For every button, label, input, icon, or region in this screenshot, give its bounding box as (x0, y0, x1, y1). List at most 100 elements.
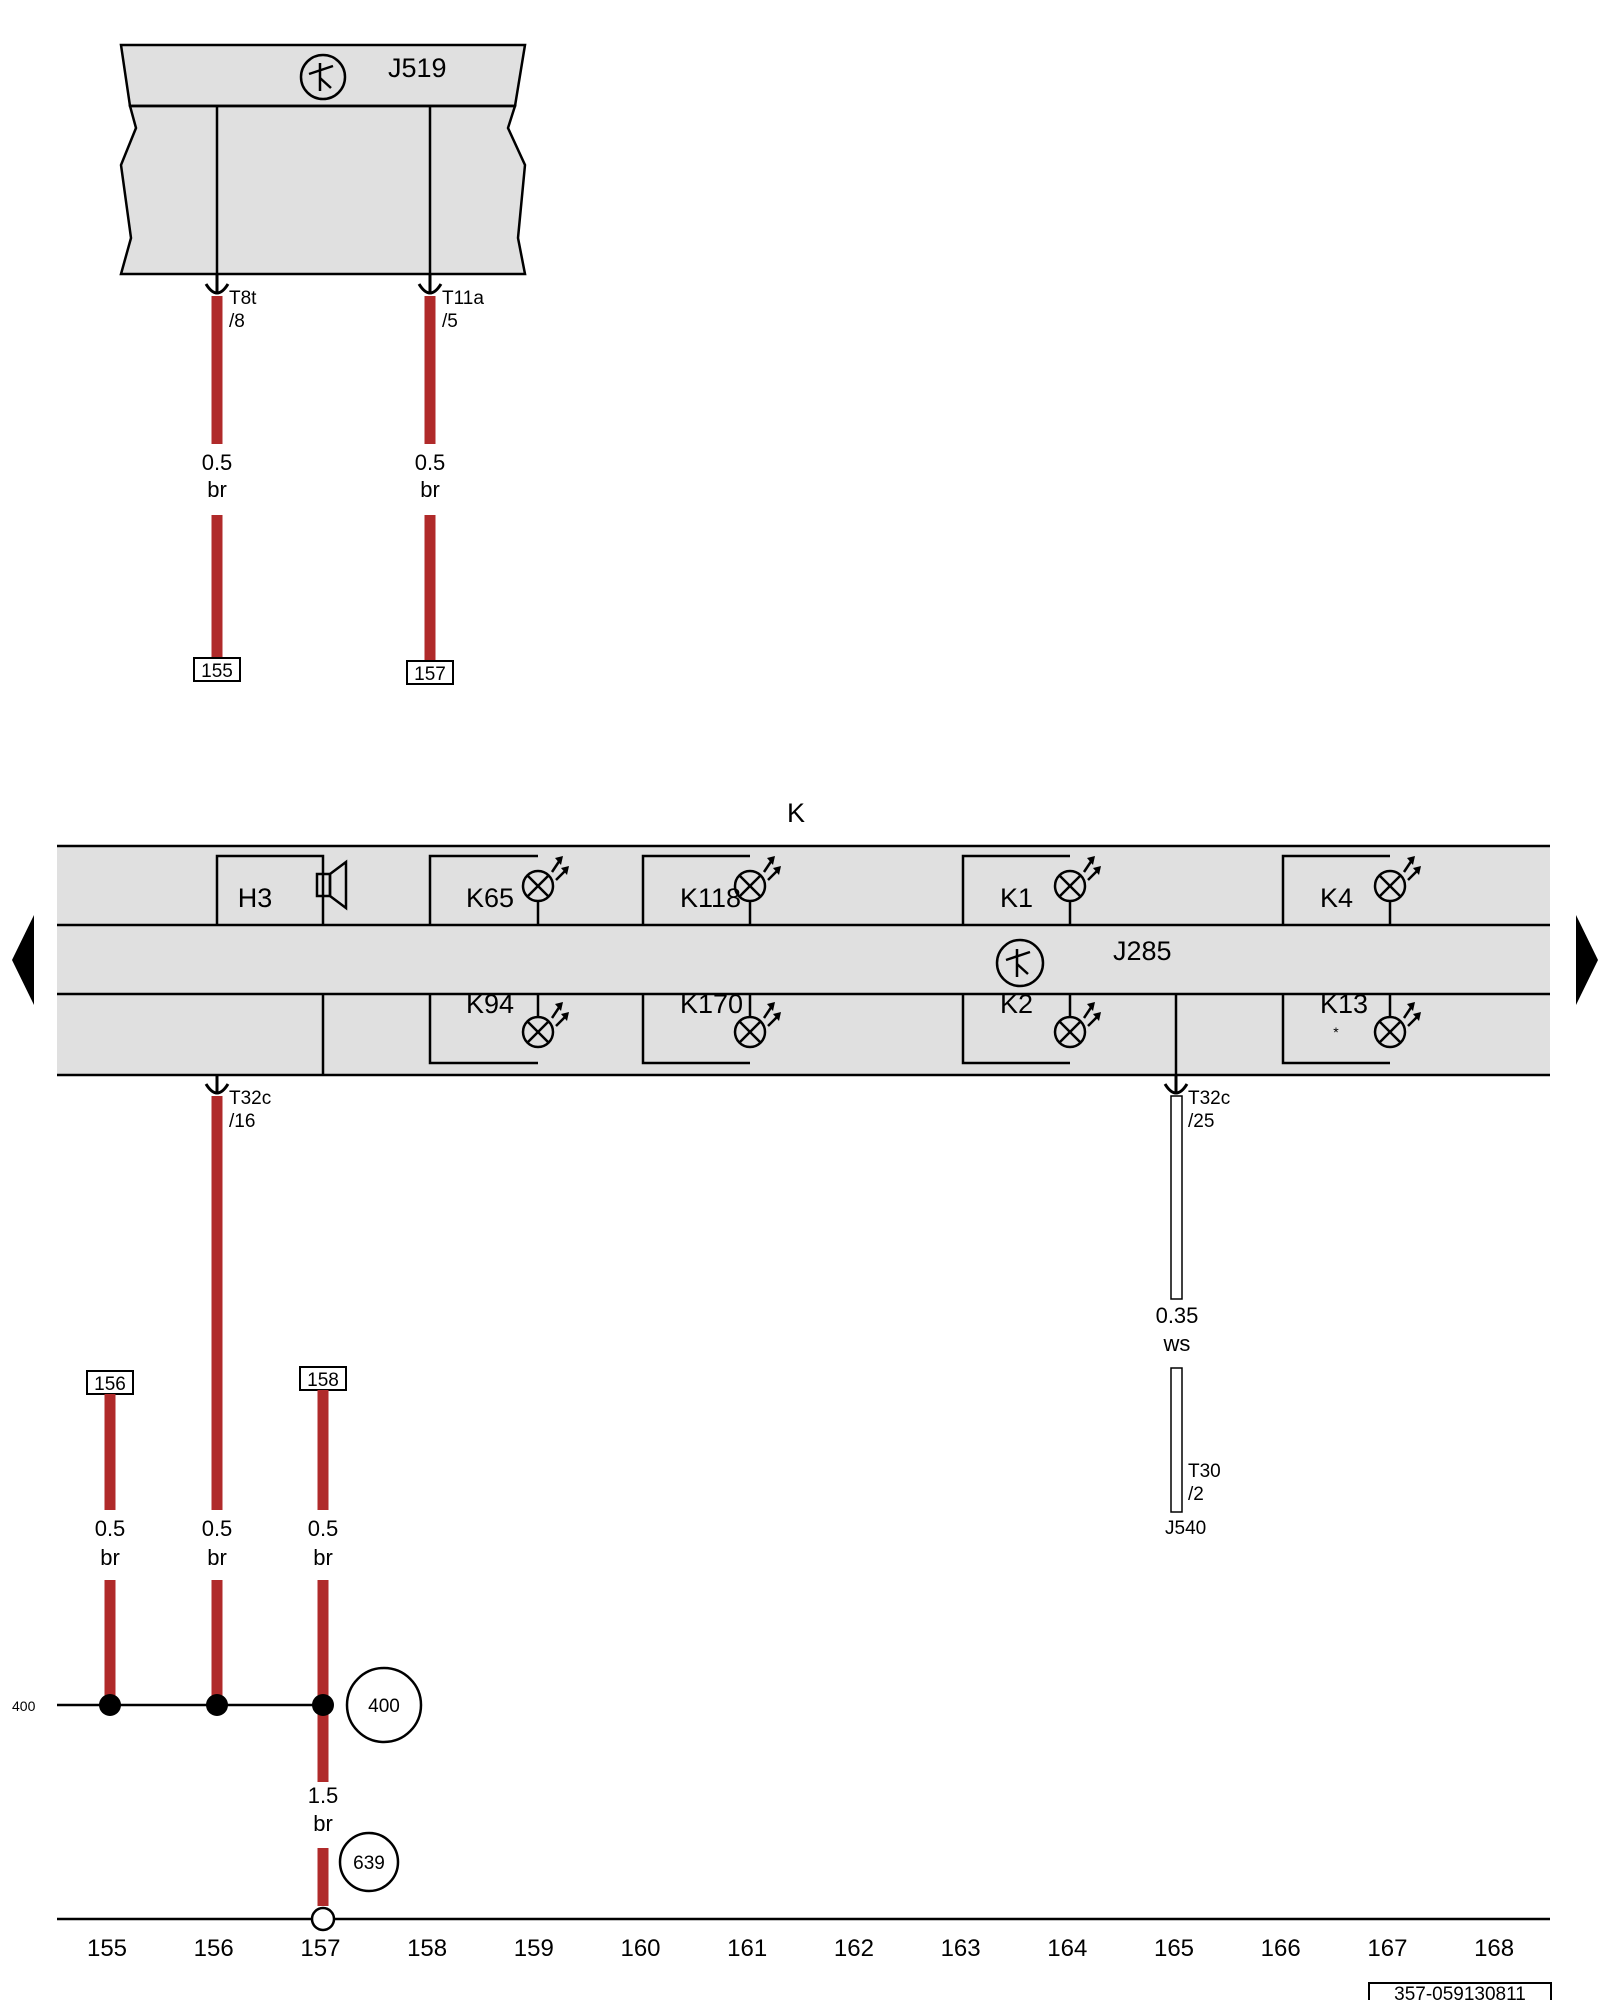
ground-400-text: 400 (368, 1696, 400, 1717)
k13-lamp[interactable]: K13 * (1281, 989, 1392, 1065)
wire-6[interactable]: 0.35 ws (1156, 1095, 1199, 1513)
ref-155-text: 155 (201, 661, 233, 682)
wire-2-color: br (420, 477, 440, 502)
wire-1[interactable]: 0.5 br (202, 296, 233, 661)
wire-5-color: br (313, 1545, 333, 1570)
j519-module[interactable]: J519 (119, 43, 527, 276)
column-number: 165 (1154, 1935, 1194, 1962)
k118-label: K118 (680, 883, 741, 913)
ref-box-155[interactable]: 155 (193, 657, 241, 682)
j285-label: J285 (1113, 936, 1172, 966)
j519-control-unit-icon (299, 53, 347, 101)
ground-bus-400[interactable]: 400 (12, 1694, 334, 1716)
k118-lamp[interactable]: K118 (641, 854, 752, 925)
splice-point (99, 1694, 121, 1716)
column-number: 162 (834, 1935, 874, 1962)
t11a-label: T11a (442, 288, 484, 309)
wire-6-size: 0.35 (1156, 1303, 1199, 1328)
k170-label: K170 (680, 989, 743, 1019)
t30-label: T30 (1188, 1461, 1221, 1482)
t11a-pin: /5 (442, 311, 458, 332)
ref-157-text: 157 (414, 664, 446, 685)
lamp-icon (733, 856, 781, 903)
ref-box-156[interactable]: 156 (86, 1370, 134, 1395)
splice-point (312, 1694, 334, 1716)
top-warning-lamps: K65 K118 K1 K4 (428, 854, 1392, 925)
t8t-pin: /8 (229, 311, 245, 332)
j285-control-unit-icon (995, 938, 1045, 988)
j285-control-unit[interactable]: J285 (995, 936, 1172, 988)
lamp-symbols (521, 856, 1421, 1049)
column-number: 157 (300, 1935, 340, 1962)
h3-label: H3 (238, 883, 273, 913)
splice-point (206, 1694, 228, 1716)
ground-side-label: 400 (12, 1698, 36, 1714)
k-label: K (787, 798, 805, 828)
right-continuation-arrow[interactable] (1576, 915, 1598, 1005)
wire-5[interactable]: 0.5 br (308, 1390, 339, 1705)
column-number: 159 (514, 1935, 554, 1962)
lamp-icon (521, 856, 569, 903)
k65-lamp[interactable]: K65 (428, 854, 540, 925)
column-number: 164 (1047, 1935, 1087, 1962)
lamp-icon (1373, 1002, 1421, 1049)
wire-3-size: 0.5 (95, 1516, 126, 1541)
k13-label: K13 (1320, 989, 1368, 1019)
ref-box-157[interactable]: 157 (406, 660, 454, 685)
wire-4[interactable]: 0.5 br (202, 1096, 233, 1705)
k2-lamp[interactable]: K2 (961, 989, 1072, 1065)
lamp-icon (1053, 1002, 1101, 1049)
t32c-25-pin: /25 (1188, 1111, 1214, 1132)
ref-box-158[interactable]: 158 (299, 1366, 347, 1391)
wire-1-size: 0.5 (202, 450, 233, 475)
k2-label: K2 (1000, 989, 1033, 1019)
k1-lamp[interactable]: K1 (961, 854, 1072, 925)
wire-2-size: 0.5 (415, 450, 446, 475)
connector-t11a[interactable]: T11a /5 (417, 274, 484, 332)
instrument-cluster-k[interactable] (57, 844, 1550, 1077)
ref-156-text: 156 (94, 1374, 126, 1395)
ref-158-text: 158 (307, 1370, 339, 1391)
column-number: 167 (1367, 1935, 1407, 1962)
doc-code: 357-059130811 (1394, 1984, 1526, 2000)
h3-buzzer[interactable]: H3 (215, 854, 348, 925)
wire-3-color: br (100, 1545, 120, 1570)
k94-label: K94 (466, 989, 514, 1019)
speaker-icon (315, 859, 348, 911)
ground-point-639[interactable]: 639 (338, 1831, 400, 1893)
k13-star: * (1333, 1024, 1339, 1040)
j519-label: J519 (388, 53, 447, 83)
lamp-icon (733, 1002, 781, 1049)
connector-t8t[interactable]: T8t /8 (204, 274, 257, 332)
wire-4-size: 0.5 (202, 1516, 233, 1541)
ground-connection-point[interactable] (310, 1906, 336, 1932)
column-number: 166 (1261, 1935, 1301, 1962)
k4-label: K4 (1320, 883, 1353, 913)
wire-2[interactable]: 0.5 br (415, 296, 446, 664)
wire-1-color: br (207, 477, 227, 502)
k1-label: K1 (1000, 883, 1033, 913)
connector-t30[interactable]: T30 /2 (1188, 1461, 1221, 1505)
column-number: 160 (620, 1935, 660, 1962)
left-continuation-arrow[interactable] (12, 915, 34, 1005)
column-number: 161 (727, 1935, 767, 1962)
wire-7[interactable]: 1.5 br (308, 1705, 339, 1906)
k94-lamp[interactable]: K94 (428, 989, 540, 1065)
connector-t32c-25[interactable]: T32c /25 (1163, 1075, 1230, 1132)
k170-lamp[interactable]: K170 (641, 989, 752, 1065)
lamp-icon (1053, 856, 1101, 903)
ground-point-400[interactable]: 400 (345, 1666, 423, 1744)
k4-lamp[interactable]: K4 (1281, 854, 1392, 925)
t8t-label: T8t (229, 288, 257, 309)
j540-label: J540 (1165, 1518, 1206, 1539)
column-number: 163 (941, 1935, 981, 1962)
lamp-icon (521, 1002, 569, 1049)
wire-6-color: ws (1163, 1331, 1191, 1356)
connector-t32c-16[interactable]: T32c /16 (204, 1075, 271, 1132)
column-number: 155 (87, 1935, 127, 1962)
t32c-16-pin: /16 (229, 1111, 255, 1132)
column-number: 156 (194, 1935, 234, 1962)
wire-3[interactable]: 0.5 br (95, 1394, 126, 1705)
